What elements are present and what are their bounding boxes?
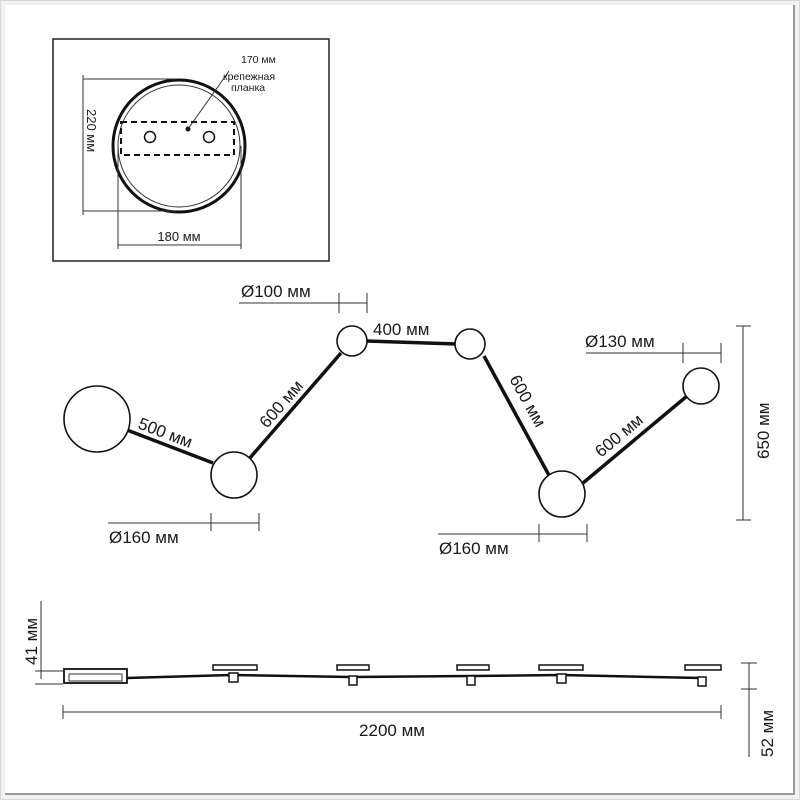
dim-d160-right-label: Ø160 мм (439, 539, 509, 558)
canopy-inner (68, 673, 123, 682)
dim-180-label: 180 мм (157, 229, 200, 244)
arm-600-a (247, 351, 343, 461)
plate-hole-left (143, 130, 157, 144)
globe-160-end (63, 385, 131, 453)
globe-100-left (336, 325, 368, 357)
holder-4 (538, 664, 584, 684)
plate-hole-right (202, 130, 216, 144)
mount-detail-frame (52, 38, 330, 262)
dim-d160-left-label: Ø160 мм (109, 528, 179, 547)
arm-600-b (482, 355, 553, 480)
arm-500 (126, 428, 214, 465)
arm-600-c (581, 394, 689, 485)
holder-3 (456, 664, 490, 686)
globe-160-left (210, 451, 258, 499)
globe-130 (682, 367, 720, 405)
side-bar (126, 673, 702, 680)
plate-leader (187, 70, 230, 130)
plate-name-line1: крепежная (223, 71, 275, 83)
dim-d130-label: Ø130 мм (585, 332, 655, 351)
mount-detail: 220 мм 180 мм 170 мм крепежная планка (52, 38, 330, 262)
top-view: Ø100 мм Ø130 мм Ø160 мм Ø160 мм 500 мм 6… (63, 282, 773, 558)
dim-41-label: 41 мм (22, 618, 41, 665)
plate-size-label: 170 мм (241, 54, 276, 66)
dim-650-label: 650 мм (754, 403, 773, 459)
side-view: 41 мм 52 мм 2200 мм (22, 601, 777, 757)
arm-400 (365, 339, 458, 346)
globe-160-right (538, 470, 586, 518)
holder-1 (212, 664, 258, 683)
dim-2200-label: 2200 мм (359, 721, 425, 740)
dim-220-label: 220 мм (84, 109, 99, 152)
mount-base-outer (111, 78, 247, 214)
arm-600-b-label: 600 мм (506, 372, 550, 431)
dim-52-label: 52 мм (758, 710, 777, 757)
globe-100-right (454, 328, 486, 360)
holder-5 (684, 664, 722, 687)
mounting-plate (120, 121, 235, 156)
arm-400-label: 400 мм (373, 320, 429, 339)
holder-2 (336, 664, 370, 686)
plate-name-line2: планка (231, 82, 265, 94)
dim-d100-label: Ø100 мм (241, 282, 311, 301)
